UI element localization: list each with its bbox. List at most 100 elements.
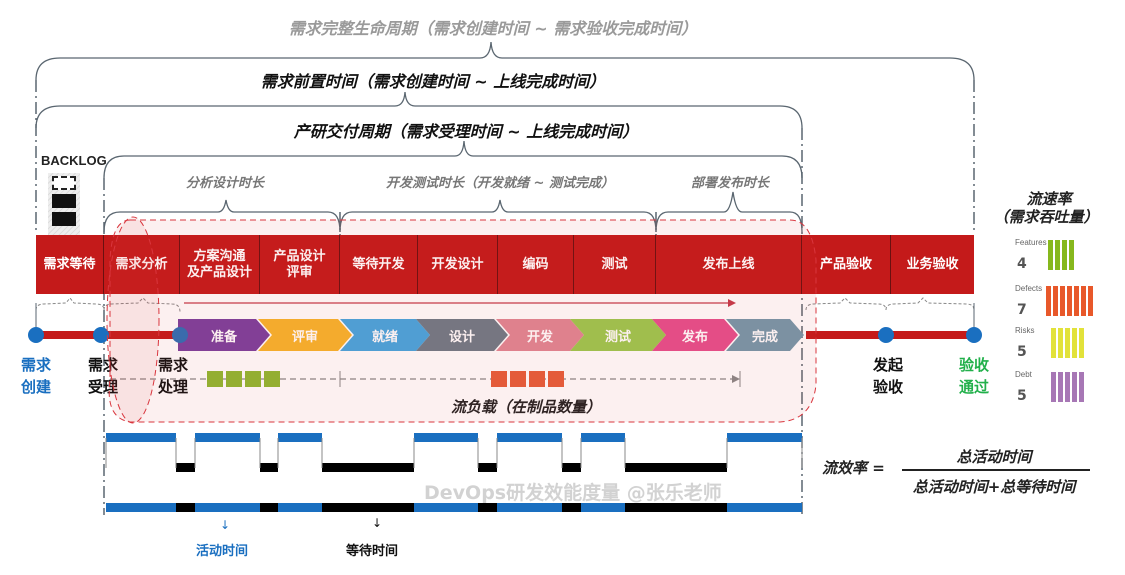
stage-product-acceptance: 产品验收 (802, 235, 891, 294)
active-segment (278, 433, 322, 442)
throughput-bar (1065, 328, 1070, 358)
wait-segment (260, 463, 278, 472)
active-time-label: 活动时间 (196, 544, 249, 559)
wait-bar-segment (478, 503, 497, 512)
deploy-bracket (655, 191, 803, 233)
wait-segment (176, 463, 195, 472)
progress-arrow (184, 299, 736, 307)
throughput-bar (1065, 372, 1070, 402)
throughput-bar (1074, 286, 1079, 316)
active-bar-segment (727, 503, 802, 512)
backlog-stack-icon (48, 173, 80, 235)
throughput-bar (1058, 328, 1063, 358)
legend-defects-label: Defects (1015, 284, 1043, 293)
wait-bar-segment (322, 503, 414, 512)
work-item (226, 371, 242, 387)
legend-risks-count: 5 (1017, 344, 1027, 360)
legend-debt-bars (1051, 372, 1084, 402)
wait-bar-segment (625, 503, 727, 512)
wait-bar-segment (176, 503, 195, 512)
milestone-dot-processing (172, 327, 188, 343)
dev-test-bracket (339, 199, 657, 233)
throughput-bar (1079, 328, 1084, 358)
throughput-bar (1051, 372, 1056, 402)
throughput-bar (1088, 286, 1093, 316)
active-segment (497, 433, 562, 442)
stage-design-review: 产品设计 评审 (260, 235, 340, 294)
active-segment (195, 433, 260, 442)
lead-time-title: 需求前置时间（需求创建时间 ~ 上线完成时间） (260, 72, 606, 91)
flow-efficiency-denominator: 总活动时间+总等待时间 (912, 478, 1076, 496)
milestone-dot-created (28, 327, 44, 343)
throughput-bar (1051, 328, 1056, 358)
milestone-dot-acceptance-pass (966, 327, 982, 343)
flow-step-review: 评审 (258, 319, 352, 351)
throughput-bar (1046, 286, 1051, 316)
milestone-dot-acceptance-start (878, 327, 894, 343)
throughput-bar (1048, 240, 1053, 270)
analysis-duration-label: 分析设计时长 (185, 176, 265, 191)
stage-testing: 测试 (574, 235, 656, 294)
active-segment (414, 433, 478, 442)
throughput-bar (1072, 372, 1077, 402)
legend-defects-count: 7 (1017, 302, 1027, 318)
milestone-created-label: 需求创建 (20, 356, 52, 396)
throughput-bar (1053, 286, 1058, 316)
active-bar-segment (106, 503, 176, 512)
flow-step-prepare: 准备 (178, 319, 270, 351)
wait-segment (625, 463, 727, 472)
wait-arrow-icon: ↓ (372, 516, 383, 530)
stage-demand-wait: 需求等待 (36, 235, 104, 294)
dev-test-duration-label: 开发测试时长（开发就绪 ~ 测试完成） (386, 176, 614, 191)
legend-risks-bars (1051, 328, 1084, 358)
active-segment (106, 433, 176, 442)
active-bar-segment (195, 503, 260, 512)
throughput-bar (1079, 372, 1084, 402)
active-arrow-icon: ↓ (220, 518, 231, 532)
flow-efficiency-label: 流效率 = (822, 459, 885, 477)
lead-time-bracket (35, 91, 803, 129)
wip-items (491, 371, 564, 387)
flow-efficiency-numerator: 总活动时间 (956, 448, 1032, 466)
delivery-bracket (103, 140, 803, 179)
legend-risks-label: Risks (1015, 326, 1035, 335)
active-bar-segment (414, 503, 478, 512)
flow-step-test: 测试 (570, 319, 666, 351)
legend-features-bars (1048, 240, 1074, 270)
activity-timeline (105, 433, 803, 512)
throughput-bar (1067, 286, 1072, 316)
watermark: DevOps研发效能度量 @张乐老师 (424, 482, 722, 504)
work-item (264, 371, 280, 387)
analysis-bracket (103, 199, 341, 233)
delivery-cycle-title: 产研交付周期（需求受理时间 ~ 上线完成时间） (293, 122, 639, 141)
lifecycle-bracket (35, 41, 975, 81)
stage-solution-design: 方案沟通 及产品设计 (180, 235, 260, 294)
deploy-duration-label: 部署发布时长 (690, 176, 770, 191)
throughput-bar (1069, 240, 1074, 270)
stage-dev-design: 开发设计 (418, 235, 498, 294)
wait-bar-segment (260, 503, 278, 512)
backlog-label: BACKLOG (41, 153, 107, 168)
flow-load-label: 流负载（在制品数量） (450, 398, 602, 416)
active-segment (581, 433, 625, 442)
waiting-items (207, 371, 280, 387)
throughput-bar (1060, 286, 1065, 316)
wait-segment (478, 463, 497, 472)
work-item (207, 371, 223, 387)
wait-bar-segment (562, 503, 581, 512)
wait-time-label: 等待时间 (346, 544, 399, 559)
work-item (548, 371, 564, 387)
milestone-acceptance-pass-label: 验收通过 (958, 356, 990, 396)
flow-velocity-subtitle: （需求吞吐量） (993, 208, 1099, 226)
fraction-line (902, 469, 1090, 471)
work-item (510, 371, 526, 387)
wip-line (110, 371, 741, 387)
work-item (529, 371, 545, 387)
flow-velocity-title: 流速率 (1026, 190, 1072, 208)
active-bar-segment (497, 503, 562, 512)
stage-release: 发布上线 (656, 235, 802, 294)
wait-segment (322, 463, 414, 472)
stage-wait-dev: 等待开发 (340, 235, 418, 294)
stage-coding: 编码 (498, 235, 574, 294)
